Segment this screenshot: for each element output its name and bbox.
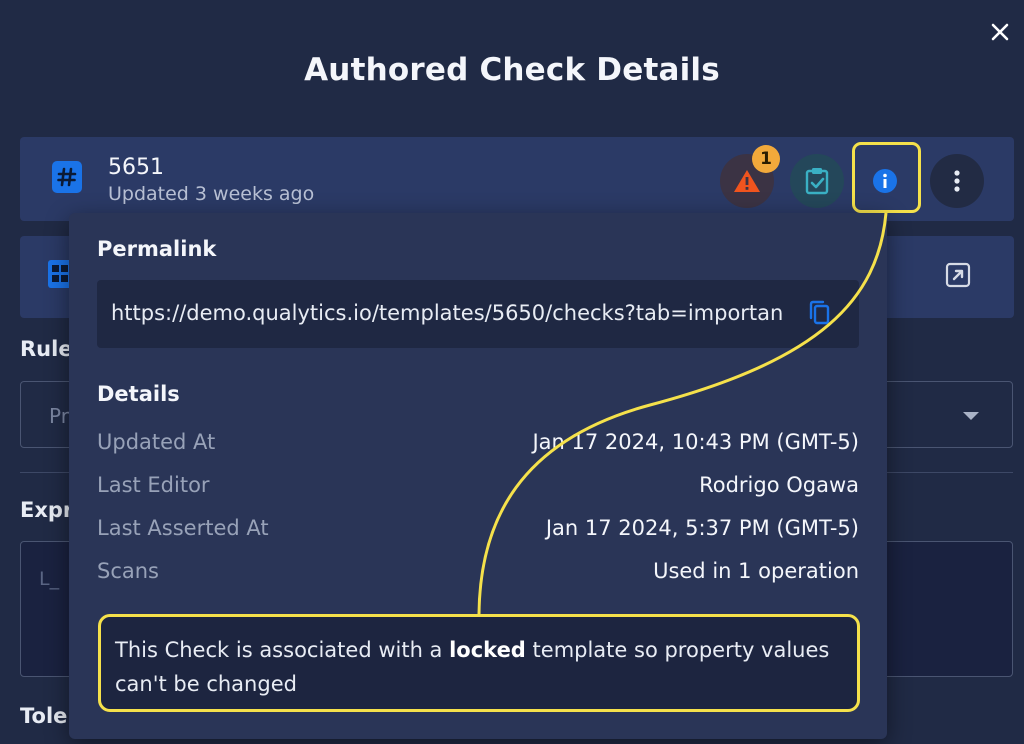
check-header: 5651 Updated 3 weeks ago 1 (20, 137, 1014, 221)
close-button[interactable] (986, 18, 1014, 46)
locked-template-note: This Check is associated with a locked t… (98, 614, 860, 712)
info-popover: Permalink https://demo.qualytics.io/temp… (69, 213, 887, 739)
detail-row-scans: Scans Used in 1 operation (97, 559, 859, 589)
detail-row-last-asserted-at: Last Asserted At Jan 17 2024, 5:37 PM (G… (97, 516, 859, 546)
expression-placeholder: L_ (39, 568, 60, 590)
close-icon (991, 23, 1009, 41)
permalink-field: https://demo.qualytics.io/templates/5650… (97, 280, 859, 348)
detail-key: Scans (97, 559, 159, 583)
check-updated-time: Updated 3 weeks ago (108, 183, 315, 205)
info-icon (873, 169, 897, 193)
warning-icon (734, 170, 760, 192)
anomaly-count-badge: 1 (752, 145, 780, 173)
detail-key: Last Editor (97, 473, 210, 497)
rule-select-value: Pr (49, 404, 69, 428)
detail-value: Used in 1 operation (653, 559, 859, 583)
permalink-title: Permalink (97, 237, 217, 261)
permalink-url[interactable]: https://demo.qualytics.io/templates/5650… (111, 301, 783, 325)
info-button-highlight (852, 142, 921, 213)
detail-value: Rodrigo Ogawa (699, 473, 859, 497)
details-title: Details (97, 382, 180, 406)
check-id: 5651 (108, 155, 164, 180)
caret-down-icon (963, 412, 979, 420)
open-template-button[interactable] (945, 262, 973, 290)
more-vertical-icon (954, 170, 960, 192)
detail-key: Updated At (97, 430, 216, 454)
expression-label: Expr (20, 498, 74, 522)
assertions-button[interactable] (790, 154, 844, 208)
detail-row-updated-at: Updated At Jan 17 2024, 10:43 PM (GMT-5) (97, 430, 859, 460)
more-options-button[interactable] (930, 154, 984, 208)
modal-title: Authored Check Details (304, 52, 720, 88)
copy-icon (809, 300, 830, 325)
copy-permalink-button[interactable] (807, 299, 833, 329)
grid-icon (48, 260, 72, 288)
clipboard-check-icon (805, 168, 829, 195)
detail-value: Jan 17 2024, 5:37 PM (GMT-5) (545, 516, 859, 540)
detail-value: Jan 17 2024, 10:43 PM (GMT-5) (532, 430, 859, 454)
locked-note-bold: locked (449, 638, 526, 662)
locked-note-text-after: template so property values can't be cha… (115, 638, 830, 696)
rule-label: Rule (20, 337, 73, 361)
info-button[interactable] (858, 154, 912, 208)
hash-icon (52, 161, 82, 193)
tolerance-label: Tole (20, 704, 68, 728)
detail-key: Last Asserted At (97, 516, 269, 540)
locked-note-text-before: This Check is associated with a (115, 638, 450, 662)
detail-row-last-editor: Last Editor Rodrigo Ogawa (97, 473, 859, 503)
open-external-icon (945, 262, 971, 288)
